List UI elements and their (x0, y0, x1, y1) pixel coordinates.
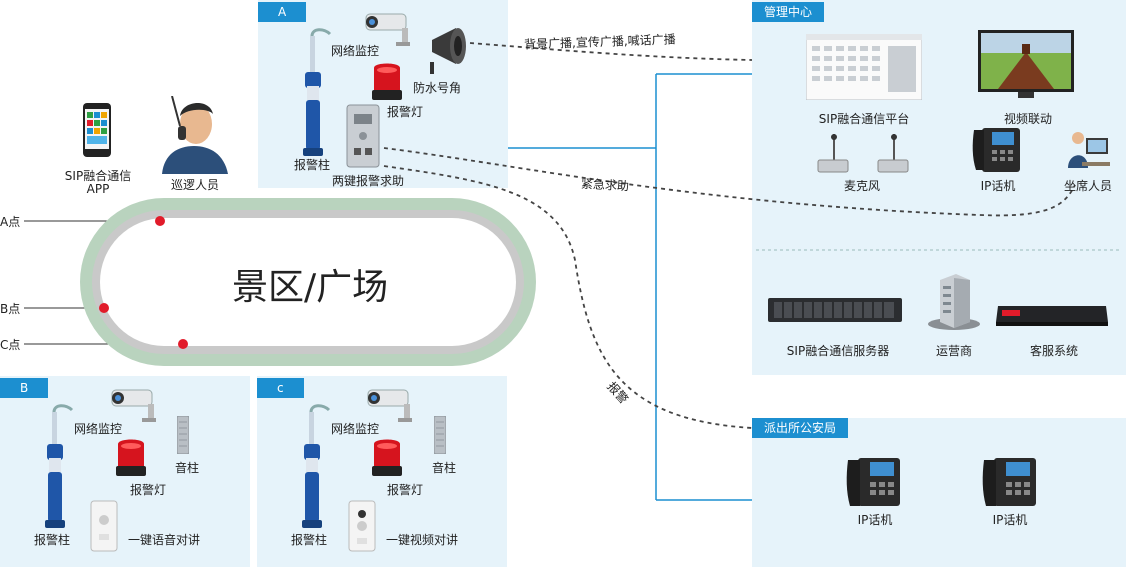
police-tag: 派出所公安局 (752, 418, 849, 438)
panel-a-horn-label: 防水号角 (413, 81, 462, 95)
panel-a-light-label: 报警灯 (387, 105, 424, 119)
alarm-light-icon (372, 63, 402, 100)
microphone-icon (877, 134, 909, 173)
server-label: SIP融合通信服务器 (786, 344, 890, 358)
management-tag: 管理中心 (752, 2, 825, 22)
point-a-label: A点 (0, 215, 21, 229)
panel-a-tag: A (258, 2, 307, 22)
scenic-area-track (80, 198, 536, 366)
app-label-line2: APP (86, 182, 110, 196)
microphone-icon (817, 134, 849, 173)
emergency-link-label: 紧急求助 (580, 176, 630, 194)
alarm-pillar-icon (302, 404, 331, 528)
panel-c-light-label: 报警灯 (387, 483, 424, 497)
panel-b-light-label: 报警灯 (130, 483, 167, 497)
cs-label: 客服系统 (1029, 344, 1079, 358)
platform-screen-icon (806, 34, 922, 100)
mic-label: 麦克风 (843, 179, 881, 193)
police-phone1-label: IP话机 (857, 513, 893, 527)
panel-a-intercom-label: 两键报警求助 (332, 174, 405, 188)
server-icon (768, 298, 902, 322)
ip-phone-icon (846, 458, 900, 506)
panel-c-speaker-label: 音柱 (432, 461, 457, 475)
speaker-column-icon (177, 416, 189, 454)
panel-c-intercom-label: 一键视频对讲 (386, 533, 459, 547)
ipphone-label: IP话机 (980, 179, 1016, 193)
patrol-label: 巡逻人员 (170, 178, 220, 192)
point-b-label: B点 (0, 302, 21, 316)
panel-police (752, 418, 1126, 567)
customer-service-device-icon (996, 306, 1108, 326)
panel-b-speaker-label: 音柱 (175, 461, 200, 475)
panel-b-intercom-label: 一键语音对讲 (128, 533, 201, 547)
network-camera-icon (367, 389, 412, 422)
panel-b-camera-label: 网络监控 (74, 422, 123, 436)
point-c-label: C点 (0, 338, 21, 352)
panel-c-tag: c (257, 378, 304, 398)
two-key-intercom-icon (346, 104, 380, 168)
speaker-column-icon (434, 416, 446, 454)
operator-icon (1068, 132, 1110, 168)
video-label: 视频联动 (1003, 112, 1053, 126)
alarm-light-icon (116, 439, 146, 476)
point-b-marker (99, 303, 109, 313)
network-camera-icon (111, 389, 156, 422)
alarm-pillar-icon (303, 28, 332, 156)
video-wall-icon (978, 30, 1074, 98)
carrier-label: 运营商 (935, 344, 973, 358)
alarm-light-icon (372, 439, 402, 476)
alarm-pillar-icon (45, 404, 74, 528)
track-title: 景区/广场 (232, 267, 389, 308)
police-phone2-label: IP话机 (992, 513, 1028, 527)
panel-a-camera-label: 网络监控 (331, 44, 380, 58)
voice-intercom-icon (90, 500, 118, 552)
point-c-marker (178, 339, 188, 349)
network-camera-icon (365, 13, 410, 46)
ip-phone-icon (982, 458, 1036, 506)
panel-c-camera-label: 网络监控 (331, 422, 380, 436)
panel-a-pillar-label: 报警柱 (294, 158, 331, 172)
ip-phone-icon (972, 128, 1020, 172)
panel-b-tag: B (0, 378, 49, 398)
panel-c-pillar-label: 报警柱 (291, 533, 328, 547)
point-a-marker (155, 216, 165, 226)
app-label-line1: SIP融合通信 (64, 169, 132, 183)
operator-label: 坐席人员 (1063, 179, 1113, 193)
waterproof-horn-icon (430, 28, 466, 74)
platform-label: SIP融合通信平台 (818, 112, 910, 126)
smartphone-app-icon (83, 103, 111, 157)
video-intercom-icon (348, 500, 376, 552)
building-icon (928, 274, 980, 330)
panel-b-pillar-label: 报警柱 (34, 533, 71, 547)
patrol-officer-icon (162, 96, 228, 174)
